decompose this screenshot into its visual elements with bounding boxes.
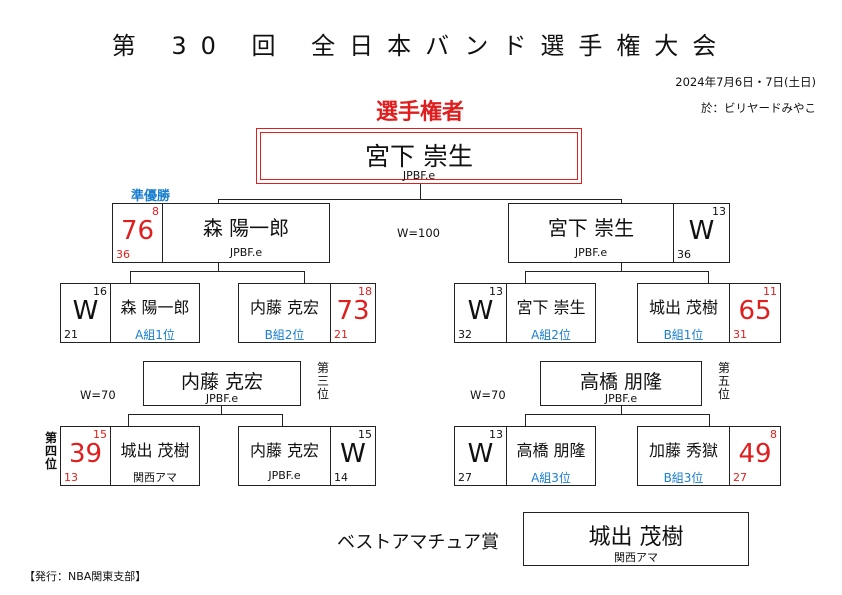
- champion-label: 選手権者: [375, 99, 464, 125]
- player-group: B組2位: [264, 328, 305, 342]
- seed-bottom: 31: [733, 328, 747, 341]
- score: 49: [738, 439, 772, 469]
- player-name: 高橋 朋隆: [579, 371, 663, 393]
- final-left-entry: 8 76 36 森 陽一郎 JPBF.e: [112, 203, 330, 263]
- seed-top: 8: [152, 205, 159, 218]
- player-org: JPBF.e: [229, 246, 263, 259]
- player-name: 城出 茂樹: [120, 441, 190, 460]
- score: W: [340, 439, 366, 469]
- publisher: 【発行：NBA関東支部】: [24, 570, 147, 583]
- best-amateur-entry: 城出 茂樹 関西アマ: [523, 512, 749, 566]
- match5-a-entry: 13 W 27 高橋 朋隆 A組3位: [454, 426, 596, 486]
- player-name: 森 陽一郎: [202, 216, 290, 240]
- player-name: 宮下 崇生: [516, 298, 586, 317]
- seed-top: 8: [770, 428, 777, 441]
- player-name: 内藤 克宏: [249, 441, 320, 460]
- player-org: 関西アマ: [133, 471, 177, 484]
- semi1-winner-entry: 16 W 21 森 陽一郎 A組1位: [60, 283, 200, 343]
- fifth-w: W=70: [470, 388, 506, 402]
- score: 65: [738, 296, 772, 326]
- player-group: B組1位: [663, 328, 704, 342]
- runner-up-label: 準優勝: [131, 189, 171, 204]
- final-w: W=100: [397, 226, 440, 240]
- third-place-label: 第三位: [316, 361, 329, 401]
- player-group: A組2位: [531, 328, 571, 342]
- score: W: [467, 439, 494, 469]
- seed-top: 13: [489, 428, 503, 441]
- player-group: B組3位: [663, 471, 704, 485]
- semi2-loser-entry: 城出 茂樹 B組1位 11 65 31: [637, 283, 781, 343]
- player-name: 宮下 崇生: [547, 216, 635, 240]
- score: W: [467, 296, 494, 326]
- final-right-entry: 宮下 崇生 JPBF.e 13 W 36: [508, 203, 730, 263]
- page-title: 第 30 回 全日本バンド選手権大会: [111, 32, 731, 60]
- champion-org: JPBF.e: [402, 169, 436, 182]
- player-org: JPBF.e: [604, 392, 638, 405]
- seed-top: 13: [712, 205, 726, 218]
- player-name: 内藤 克宏: [249, 298, 320, 317]
- player-org: JPBF.e: [268, 469, 301, 482]
- player-name: 高橋 朋隆: [516, 441, 586, 460]
- seed-top: 15: [93, 428, 107, 441]
- fifth-place-label: 第五位: [717, 361, 730, 401]
- seed-top: 16: [93, 285, 107, 298]
- seed-bottom: 36: [116, 248, 130, 261]
- seed-top: 11: [763, 285, 777, 298]
- third-place-entry: 内藤 克宏 JPBF.e: [143, 361, 301, 406]
- score: W: [72, 296, 99, 326]
- player-name: 城出 茂樹: [648, 298, 719, 317]
- seed-top: 15: [358, 428, 372, 441]
- fifth-place-entry: 高橋 朋隆 JPBF.e: [540, 361, 702, 406]
- player-name: 森 陽一郎: [120, 298, 190, 317]
- seed-bottom: 32: [458, 328, 472, 341]
- seed-bottom: 21: [334, 328, 348, 341]
- player-name: 内藤 克宏: [180, 371, 264, 393]
- event-venue: 於：ビリヤードみやこ: [701, 101, 816, 115]
- match5-b-entry: 加藤 秀獄 B組3位 8 49 27: [637, 426, 781, 486]
- player-org: JPBF.e: [574, 246, 608, 259]
- champion-name: 宮下 崇生: [365, 142, 473, 171]
- seed-bottom: 36: [677, 248, 691, 261]
- event-date: 2024年7月6日・7日(土日): [675, 75, 816, 89]
- player-group: A組1位: [135, 328, 175, 342]
- semi1-loser-entry: 内藤 克宏 B組2位 18 73 21: [238, 283, 376, 343]
- score: 76: [120, 216, 155, 246]
- seed-top: 13: [489, 285, 503, 298]
- player-name: 加藤 秀獄: [648, 441, 719, 460]
- score: W: [688, 216, 715, 246]
- score: 39: [68, 439, 103, 469]
- champion-box: 宮下 崇生 JPBF.e: [256, 128, 582, 184]
- seed-bottom: 27: [733, 471, 747, 484]
- best-amateur-label: ベストアマチュア賞: [337, 532, 499, 553]
- third-w: W=70: [80, 388, 116, 402]
- seed-top: 18: [358, 285, 372, 298]
- seed-bottom: 21: [64, 328, 78, 341]
- player-name: 城出 茂樹: [588, 525, 684, 550]
- seed-bottom: 14: [334, 471, 348, 484]
- fourth-place-label: 第四位: [44, 431, 57, 471]
- seed-bottom: 27: [458, 471, 472, 484]
- seed-bottom: 13: [64, 471, 78, 484]
- player-org: JPBF.e: [205, 392, 239, 405]
- player-org: 関西アマ: [614, 551, 658, 564]
- match3-a-entry: 15 39 13 城出 茂樹 関西アマ: [60, 426, 200, 486]
- score: 73: [336, 296, 370, 326]
- player-group: A組3位: [531, 471, 571, 485]
- semi2-winner-entry: 13 W 32 宮下 崇生 A組2位: [454, 283, 596, 343]
- match3-b-entry: 内藤 克宏 JPBF.e 15 W 14: [238, 426, 376, 486]
